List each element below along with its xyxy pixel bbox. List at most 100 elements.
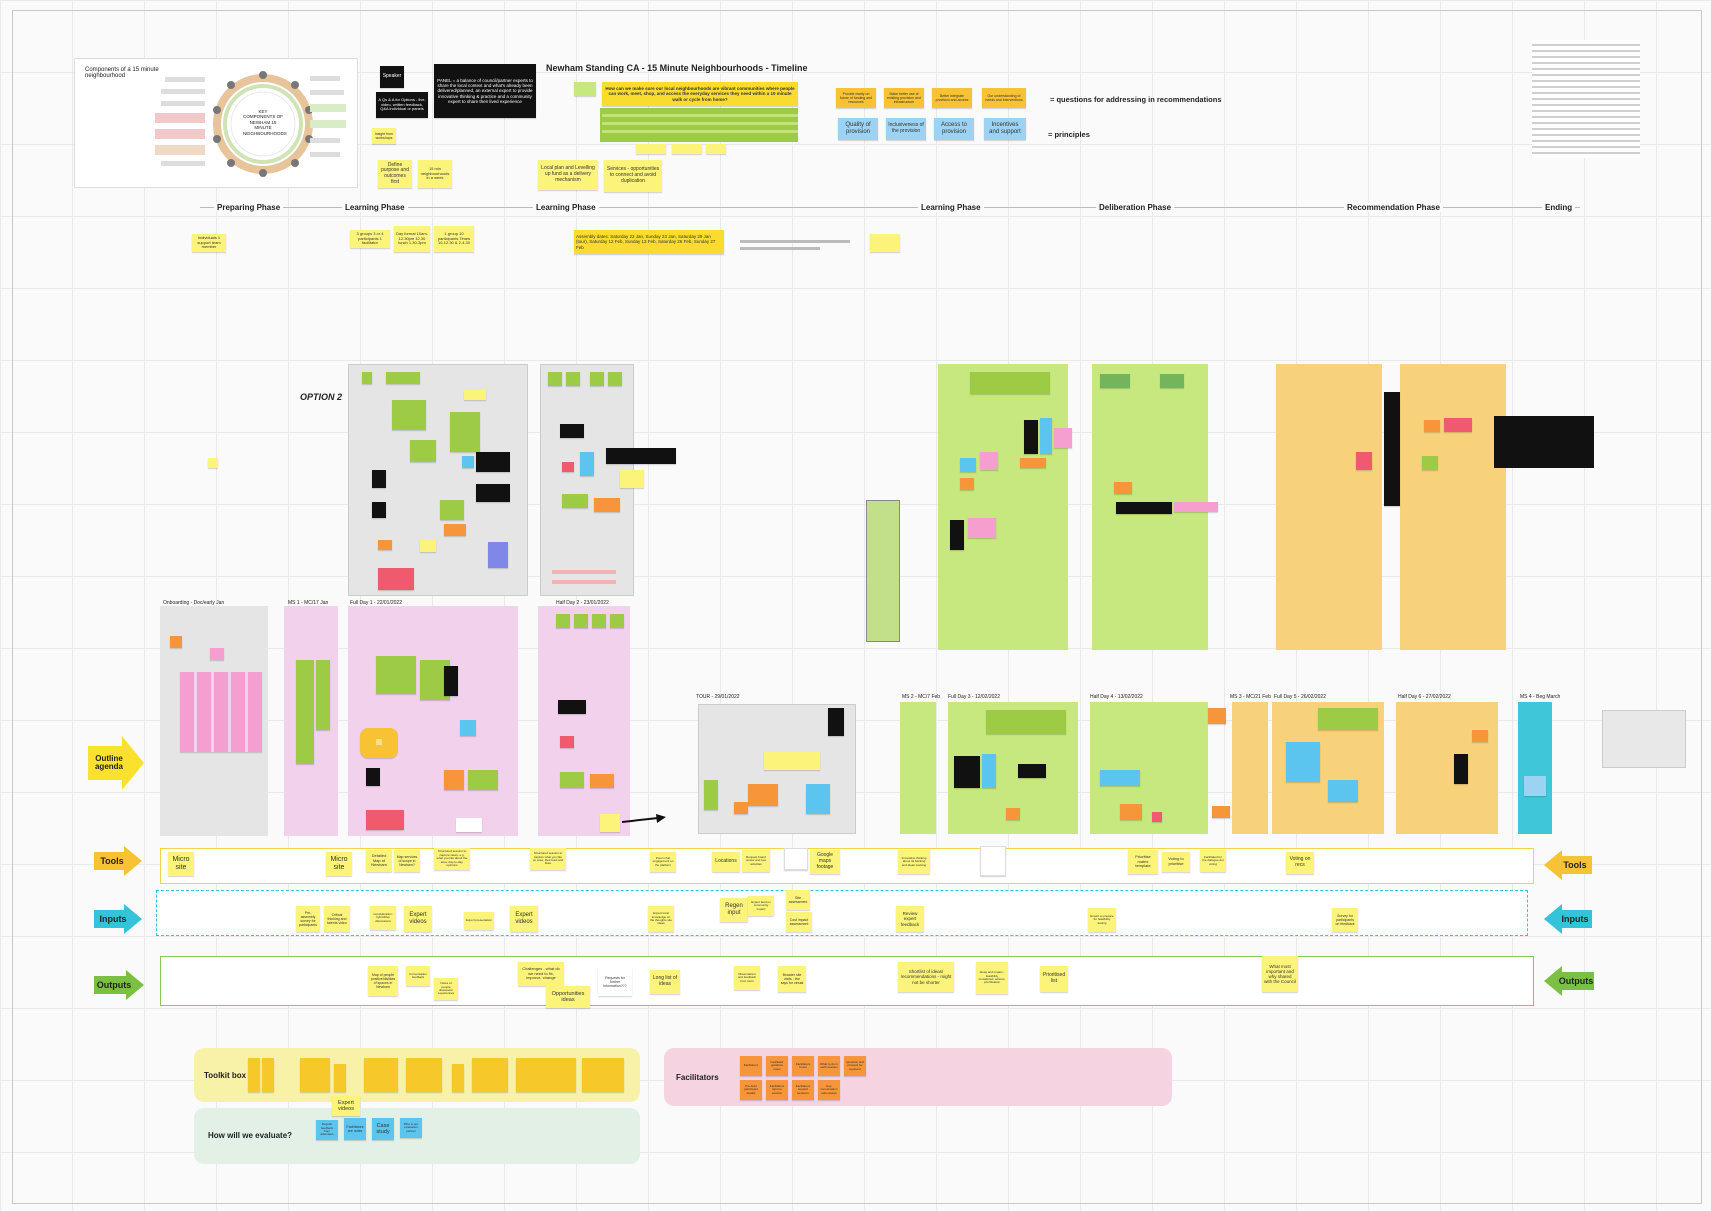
small-note-right[interactable] [870,234,900,252]
cluster-note[interactable] [828,708,844,736]
inputs-note[interactable]: Survey for participants on feedback [1332,908,1358,932]
chat-bubble-icon[interactable]: ≡ [360,728,398,758]
cluster-note[interactable] [590,774,614,788]
cluster-note[interactable] [1152,812,1162,822]
cluster-note[interactable] [372,502,386,518]
cluster-note[interactable] [386,372,420,384]
cluster-note[interactable] [1160,374,1184,388]
inputs-note[interactable]: Regen input [720,898,748,922]
cluster-note[interactable] [986,710,1066,734]
facilitators-note[interactable]: Facilitators forms [792,1056,814,1076]
speaker-note[interactable]: Speaker [380,66,404,88]
yellow-note-under-strip-2[interactable] [672,144,702,154]
cluster-note[interactable] [440,500,464,520]
cluster-note[interactable] [1472,730,1488,742]
cluster-note[interactable] [476,484,510,502]
cluster-note[interactable] [366,768,380,786]
evaluate-note[interactable]: Who is our evaluation partner [400,1118,422,1138]
cluster-note[interactable] [592,614,606,628]
cluster-note[interactable] [462,456,474,468]
option-board-3[interactable] [938,364,1068,650]
tools-screenshot[interactable] [784,848,808,870]
option-board-6[interactable] [1400,364,1506,650]
outputs-note[interactable]: Challenges - what do we need to fix, imp… [518,962,564,986]
cluster-note[interactable] [170,636,182,648]
lone-yellow-dot[interactable] [208,458,218,468]
cluster-note[interactable] [372,470,386,488]
option-board-green-narrow[interactable] [866,500,900,642]
tools-note[interactable]: Structured session to capture views, e.g… [434,848,470,870]
tools-note[interactable]: Zoom chat engagement on the platform [650,852,676,872]
outputs-note[interactable]: Requests for further information??? [598,968,632,996]
toolkit-note[interactable] [262,1058,274,1092]
qa-note[interactable]: A Qs & A for Options - live, video, writ… [376,92,428,118]
cluster-note[interactable] [456,818,482,832]
cluster-note[interactable] [1024,420,1038,454]
tools-note[interactable]: Facilitated for the dialogue dot voting [1200,850,1226,872]
facilitators-note[interactable]: Question and prompts for sessions [844,1056,866,1076]
session-board-halfday4[interactable] [1090,702,1208,834]
cluster-note[interactable] [560,772,584,788]
inputs-note[interactable]: Pre-assembly survey for participants [296,906,320,932]
session-board-ending[interactable] [1602,710,1686,768]
cluster-note[interactable] [558,700,586,714]
cluster-note[interactable] [970,372,1050,394]
group-note-2[interactable]: Day format 10am-12.30pm 12.30 lunch 1.30… [394,226,430,252]
toolkit-note[interactable] [364,1058,398,1092]
cluster-note[interactable] [444,666,458,696]
cluster-note[interactable] [548,372,562,386]
local-plan-note[interactable]: Local plan and Levelling up fund as a de… [538,160,598,190]
cluster-note[interactable] [1356,452,1372,470]
cluster-note[interactable] [1328,780,1358,802]
outputs-note[interactable]: What most important and why shared with … [1262,956,1298,992]
cluster-note[interactable] [376,656,416,694]
session-board-halfday6[interactable] [1396,702,1498,834]
tools-note[interactable]: Voting on recs [1286,852,1314,874]
principle-quality[interactable]: Quality of provision [838,118,878,140]
cluster-note[interactable] [594,498,620,512]
cluster-note[interactable] [450,412,480,452]
toolkit-note[interactable] [472,1058,508,1092]
cluster-note[interactable] [1444,418,1472,432]
outputs-band[interactable] [160,956,1534,1006]
facilitators-note[interactable]: Facilitator guidance notes [766,1056,788,1076]
cluster-note[interactable] [620,470,644,488]
outputs-note[interactable]: Map of people positive/dislikes of space… [368,966,398,996]
define-note[interactable]: Define purpose and outcomes first [378,160,412,188]
cluster-note[interactable] [574,614,588,628]
cluster-note[interactable] [180,672,262,752]
evaluate-note[interactable]: Regular feedback from attendees [316,1120,338,1140]
cluster-note[interactable] [1120,804,1142,820]
outputs-note[interactable]: Observations and feedback from tours [734,966,760,990]
toolkit-note[interactable] [452,1064,464,1092]
cluster-note[interactable] [420,540,436,552]
cluster-note[interactable] [734,802,748,814]
outputs-note[interactable]: Shortlist of ideas/ recommendations - mi… [898,962,954,992]
inputs-note[interactable]: Expert feed on community impact [748,896,774,916]
cluster-note[interactable] [1422,456,1438,470]
facilitators-note[interactable]: Key conversation take-aways [818,1080,840,1100]
cluster-note[interactable] [1524,776,1546,796]
cluster-note[interactable] [316,660,330,730]
tools-diagram[interactable] [980,846,1006,876]
cluster-note[interactable] [1384,392,1400,506]
panel-note[interactable]: PANEL = a balance of council/partner exp… [434,64,536,118]
cluster-note[interactable] [1020,458,1046,468]
tools-note[interactable]: Innovative thinking about its backing an… [898,850,930,874]
cluster-note[interactable] [378,568,414,590]
tools-note[interactable]: Detailed Map of Newham [366,850,392,872]
cluster-note[interactable] [608,372,622,386]
facilitators-note[interactable]: Facilitators input to session [766,1080,788,1100]
cluster-note[interactable] [468,770,498,790]
tools-note[interactable]: Structured session to capture what you l… [530,848,566,870]
cluster-note[interactable] [560,424,584,438]
neighbourhoods-week-note[interactable]: 15 min neighbourhoods in a week [418,160,452,188]
inputs-note[interactable]: Consideration: hybrid/live discussions [370,906,396,930]
cluster-note[interactable] [562,462,574,472]
outputs-note[interactable]: Ideas and impact - feasibility considere… [976,962,1008,994]
yellow-note-under-strip-3[interactable] [706,144,726,154]
cluster-note[interactable] [476,452,510,472]
cluster-note[interactable] [488,542,508,568]
principle-access[interactable]: Access to provision [934,118,974,140]
